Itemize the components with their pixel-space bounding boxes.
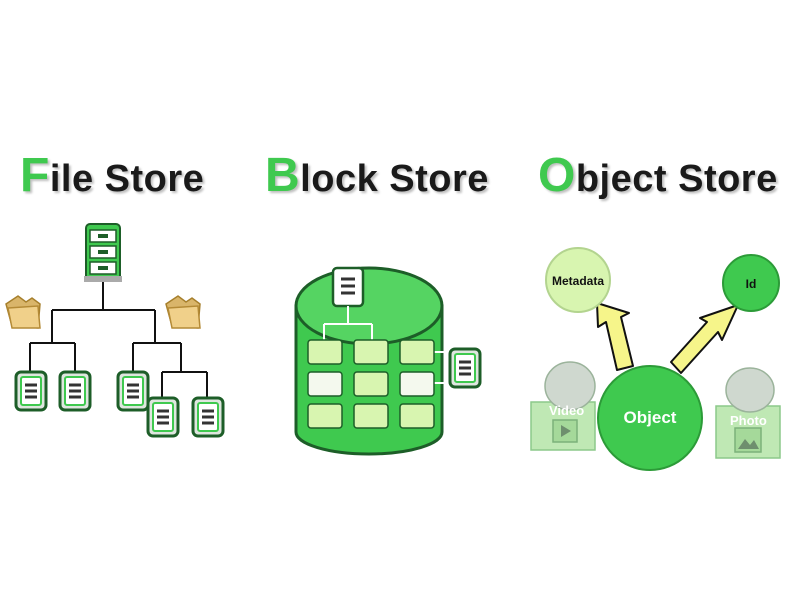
video-card: Video <box>530 361 596 451</box>
object-store-title-rest: bject Store <box>575 158 778 200</box>
block-store-title-initial: B <box>265 149 301 202</box>
photo-card: Photo <box>715 367 781 459</box>
document-icon <box>58 370 92 412</box>
file-store-title: File Store <box>20 148 204 203</box>
metadata-node <box>545 247 611 313</box>
file-store-diagram <box>5 223 225 438</box>
block-store-diagram <box>294 266 482 456</box>
block-store-title-rest: lock Store <box>300 158 489 200</box>
folder-icon <box>165 295 201 329</box>
object-store-diagram: Video Photo Metadata Id Object <box>530 247 781 471</box>
arrow-to-metadata <box>596 302 634 371</box>
metadata-label: Metadata <box>552 274 604 288</box>
video-label: Video <box>549 403 584 418</box>
play-icon <box>561 425 571 437</box>
object-label: Object <box>624 408 677 427</box>
image-icon <box>738 439 759 449</box>
block-store-title: Block Store <box>265 148 489 203</box>
document-icon <box>331 266 365 308</box>
document-icon <box>14 370 48 412</box>
file-store-title-initial: F <box>20 149 50 202</box>
document-icon <box>146 396 180 438</box>
arrow-to-id <box>670 304 739 374</box>
block-grid <box>307 339 435 429</box>
document-icon <box>191 396 225 438</box>
id-label: Id <box>746 277 757 291</box>
object-store-title: Object Store <box>538 148 778 203</box>
document-icon <box>116 370 150 412</box>
file-tree-lines <box>29 282 208 398</box>
id-node <box>722 254 780 312</box>
document-icon <box>448 347 482 389</box>
cabinet-icon <box>84 223 122 282</box>
file-store-title-rest: ile Store <box>49 158 205 200</box>
photo-label: Photo <box>730 413 767 428</box>
folder-icon <box>5 295 41 329</box>
object-store-title-initial: O <box>538 149 576 202</box>
object-node <box>597 365 703 471</box>
